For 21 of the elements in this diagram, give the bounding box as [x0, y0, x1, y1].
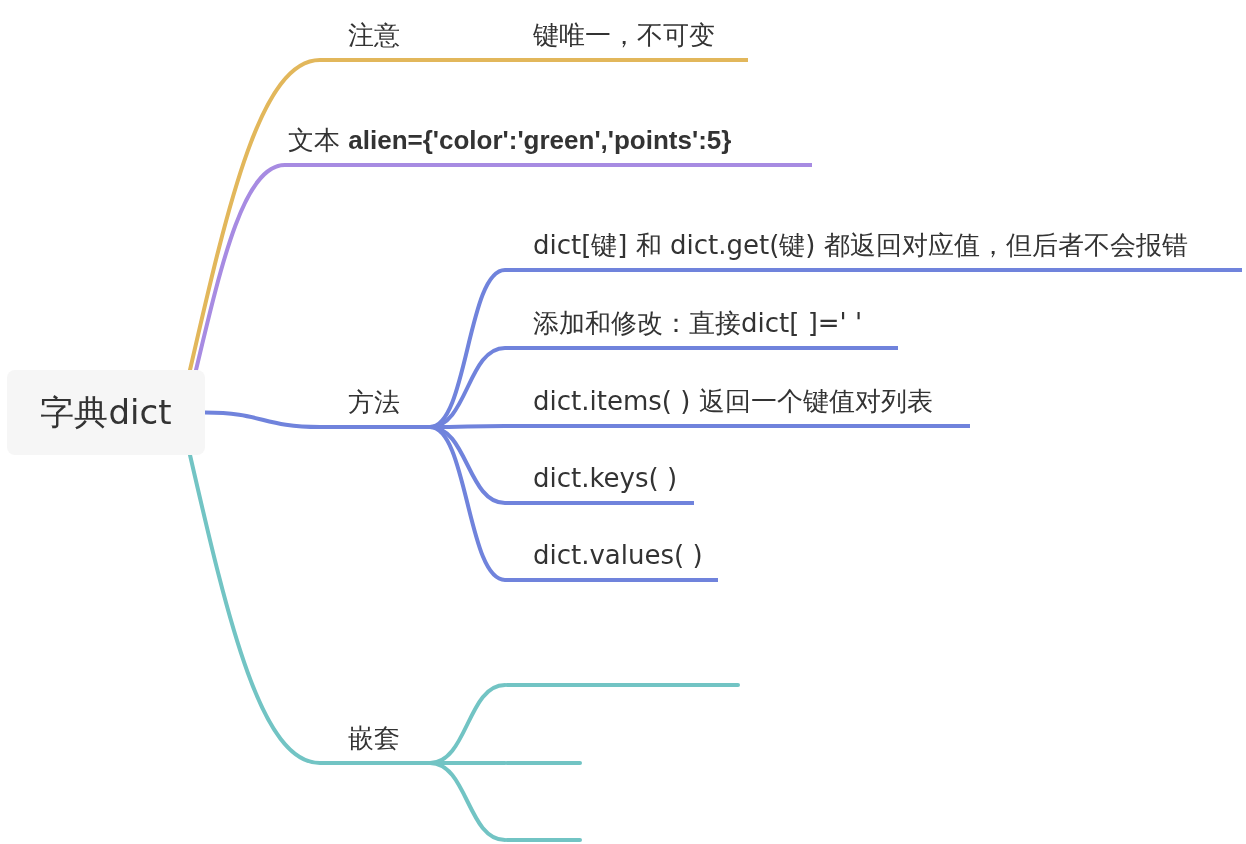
branch-line	[505, 761, 582, 765]
branch-connector	[188, 58, 322, 372]
branch-connector	[203, 410, 322, 429]
branch-line	[505, 683, 740, 687]
topic-label: 方法	[348, 386, 400, 419]
central-topic	[7, 370, 205, 455]
branch-connector	[428, 761, 507, 842]
topic-label: dict[键] 和 dict.get(键) 都返回对应值，但后者不会报错	[533, 229, 1188, 262]
topic-label: dict.values( )	[533, 539, 703, 572]
branch-connector	[194, 163, 287, 372]
branch-connector	[188, 453, 322, 765]
topic-label: 文本 alien={'color':'green','points':5}	[288, 124, 732, 157]
branch-line	[505, 838, 582, 842]
topic-label: dict.items( ) 返回一个键值对列表	[533, 385, 933, 418]
topic-label: dict.keys( )	[533, 462, 678, 495]
branch-connector	[418, 58, 507, 62]
topic-label: 键唯一，不可变	[533, 19, 715, 52]
topic-label: 注意	[348, 19, 400, 52]
central-topic-label: 字典dict	[40, 390, 172, 434]
topic-label: 添加和修改：直接dict[ ]=' '	[533, 307, 863, 340]
topic-label: 嵌套	[348, 722, 400, 755]
